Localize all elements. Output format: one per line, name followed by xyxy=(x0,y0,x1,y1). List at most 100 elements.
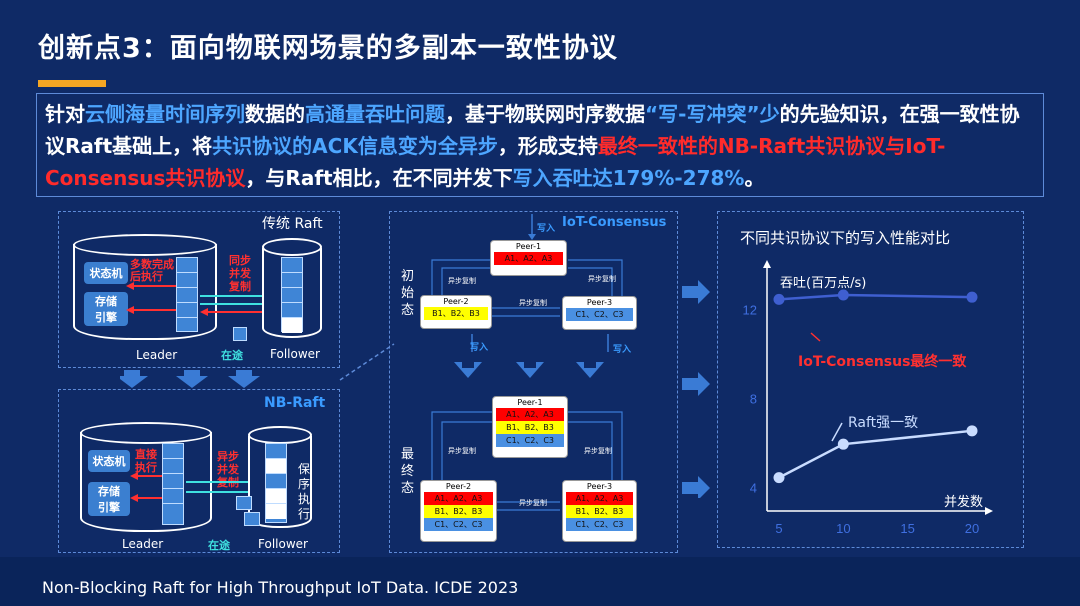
in-transit-label: 在途 xyxy=(221,349,243,362)
chart-xlabel: 并发数 xyxy=(944,495,984,510)
nb-leader-label: Leader xyxy=(122,537,164,551)
x-tick-label: 15 xyxy=(900,521,914,536)
series-point-1 xyxy=(966,425,978,437)
chart-panel xyxy=(717,211,1024,548)
summary-highlight: 云侧海量时间序列 xyxy=(85,102,245,126)
direct-execute-label: 直接 执行 xyxy=(135,448,157,474)
summary-highlight: “写-写冲突”少 xyxy=(645,102,780,126)
x-tick-label: 20 xyxy=(965,521,979,536)
sync-replication-label: 同步 并发 复制 xyxy=(229,254,251,293)
x-tick-label: 5 xyxy=(775,521,782,536)
summary-text: 数据的 xyxy=(245,102,305,126)
nb-in-transit-label: 在途 xyxy=(208,539,230,552)
peer-row-c: C1、C2、C3 xyxy=(566,308,633,321)
series-point-0 xyxy=(773,293,785,305)
peer1-initial: Peer-1 A1、A2、A3 xyxy=(490,240,567,276)
raft-title: 传统 Raft xyxy=(262,216,323,232)
peer-name: Peer-3 xyxy=(586,298,613,307)
peer-name: Peer-1 xyxy=(517,398,543,407)
peer-row-a: A1、A2、A3 xyxy=(566,492,633,505)
async-copy-label: 异步复制 xyxy=(519,299,547,307)
y-axis-arrow xyxy=(763,260,771,268)
series-point-1 xyxy=(837,438,849,450)
right-arrows xyxy=(682,280,710,498)
y-tick-label: 8 xyxy=(750,392,757,407)
peer-name: Peer-3 xyxy=(586,482,613,491)
footer-citation: Non-Blocking Raft for High Throughput Io… xyxy=(42,578,519,597)
chart-ylabel: 吞吐(百万点/s) xyxy=(780,276,867,291)
nbraft-title: NB-Raft xyxy=(264,395,326,411)
nb-storage-engine-box: 存储 引擎 xyxy=(88,482,130,516)
leader-cylinder-top xyxy=(73,234,217,256)
nb-leader-cylinder-top xyxy=(80,422,212,444)
nb-follower-log xyxy=(265,443,287,523)
iot-panel xyxy=(389,211,678,553)
peer-row-b: B1、B2、B3 xyxy=(496,421,564,434)
summary-text: 。 xyxy=(744,166,765,190)
nbraft-panel xyxy=(58,389,340,553)
peer2-initial: Peer-2 B1、B2、B3 xyxy=(420,295,492,329)
async-copy-label: 异步复制 xyxy=(519,499,547,507)
summary-text: ，基于物联网时序数据 xyxy=(445,102,645,126)
series-line-1 xyxy=(778,429,973,479)
iot-write-label-top: 写入 xyxy=(537,224,556,234)
peer-name: Peer-1 xyxy=(515,242,542,251)
series-point-1 xyxy=(773,472,785,484)
connector-lines xyxy=(339,343,395,381)
peer1-final: Peer-1 A1、A2、A3 B1、B2、B3 C1、C2、C3 xyxy=(492,396,568,458)
ordered-execute-label: 保 序 执 行 xyxy=(298,462,311,521)
nb-state-machine-box: 状态机 xyxy=(88,450,130,472)
leader-label: Leader xyxy=(136,348,178,362)
peer-name: Peer-2 xyxy=(445,482,472,491)
iot-annotation-arrow xyxy=(810,332,821,342)
series-label-raft: Raft强一致 xyxy=(848,415,919,431)
nb-follower-cylinder-top xyxy=(248,426,312,444)
y-tick-label: 12 xyxy=(743,303,757,318)
peer-row-c: C1、C2、C3 xyxy=(566,518,633,531)
peer-row-a: A1、A2、A3 xyxy=(424,492,493,505)
nb-in-transit-block-1 xyxy=(236,496,252,510)
down-arrows xyxy=(120,370,260,388)
async-copy-label: 异步复制 xyxy=(448,447,476,455)
majority-label: 多数完成 后执行 xyxy=(130,258,174,283)
async-copy-label: 异步复制 xyxy=(588,275,616,283)
state-machine-box: 状态机 xyxy=(84,262,128,284)
series-point-0 xyxy=(837,289,849,301)
follower-cylinder-top xyxy=(262,238,322,256)
summary-text: 针对 xyxy=(45,102,85,126)
page-title: 创新点3：面向物联网场景的多副本一致性协议 xyxy=(38,33,618,64)
iot-write-label-right: 写入 xyxy=(613,345,632,355)
peer-row-c: C1、C2、C3 xyxy=(424,518,493,531)
series-label-iot: IoT-Consensus最终一致 xyxy=(798,354,967,370)
summary-highlight-red: 最终一致性的NB-Raft共识协议与IoT-Consensus共识协议 xyxy=(45,134,946,190)
follower-log xyxy=(281,257,303,333)
peer-row-b: B1、B2、B3 xyxy=(566,505,633,518)
title-underline xyxy=(38,80,106,87)
summary-highlight: 写入吞吐达179%-278% xyxy=(512,166,745,190)
summary-text: 的先验知识，在强一致性协议Raft基础上，将 xyxy=(45,102,1020,158)
summary-text: ，形成支持 xyxy=(497,134,598,158)
summary-box: 针对云侧海量时间序列数据的高通量吞吐问题，基于物联网时序数据“写-写冲突”少的先… xyxy=(36,93,1044,197)
leader-log xyxy=(176,257,198,332)
raft-annotation-arrow xyxy=(831,422,843,442)
peer3-initial: Peer-3 C1、C2、C3 xyxy=(562,296,637,330)
nb-in-transit-block-2 xyxy=(244,512,260,526)
peer2-final: Peer-2 A1、A2、A3 B1、B2、B3 C1、C2、C3 xyxy=(420,480,497,542)
async-replication-label: 异步 并发 复制 xyxy=(217,450,239,489)
summary-highlight: 共识协议的ACK信息变为全异步 xyxy=(212,134,498,158)
summary-text: ，与Raft相比，在不同并发下 xyxy=(245,166,513,190)
peer-row-c: C1、C2、C3 xyxy=(496,434,564,447)
async-copy-label: 异步复制 xyxy=(584,447,612,455)
footer-bar xyxy=(0,557,1080,606)
nb-leader-log xyxy=(162,443,184,525)
initial-state-label: 初 始 态 xyxy=(401,269,415,318)
follower-label: Follower xyxy=(270,347,320,361)
raft-panel xyxy=(58,211,340,368)
series-point-0 xyxy=(966,291,978,303)
x-tick-label: 10 xyxy=(836,521,850,536)
x-axis-arrow xyxy=(985,507,993,515)
peer-name: Peer-2 xyxy=(443,297,469,306)
iot-title: IoT-Consensus xyxy=(562,215,667,230)
async-copy-label: 异步复制 xyxy=(448,277,476,285)
